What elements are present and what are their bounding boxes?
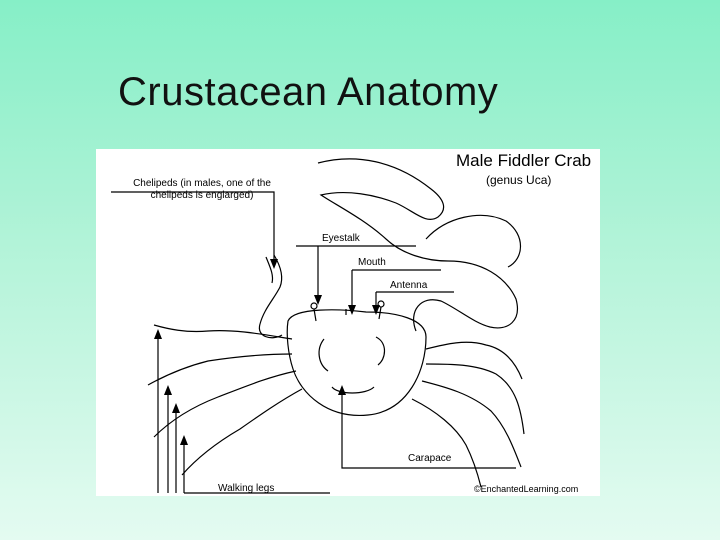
walking-legs-leaders [157,333,185,493]
label-eyestalk: Eyestalk [322,233,360,244]
chelipeds-leader [111,191,275,265]
carapace-leader [341,389,516,469]
label-mouth: Mouth [358,257,386,268]
diagram-credit: ©EnchantedLearning.com [474,484,579,494]
label-chelipeds: Chelipeds (in males, one of the cheliped… [133,178,271,201]
label-antenna: Antenna [390,280,428,291]
label-walking-legs: Walking legs [218,483,275,494]
diagram-title: Male Fiddler Crab [456,151,592,170]
small-claw [258,254,283,339]
diagram-subtitle: (genus Uca) [486,173,552,187]
large-claw [317,158,518,332]
label-carapace: Carapace [408,453,452,464]
crab-drawing [111,158,525,494]
crab-diagram: Male Fiddler Crab (genus Uca) Chelipeds … [96,149,600,496]
carapace-outline [286,309,427,416]
slide-title: Crustacean Anatomy [118,70,499,114]
